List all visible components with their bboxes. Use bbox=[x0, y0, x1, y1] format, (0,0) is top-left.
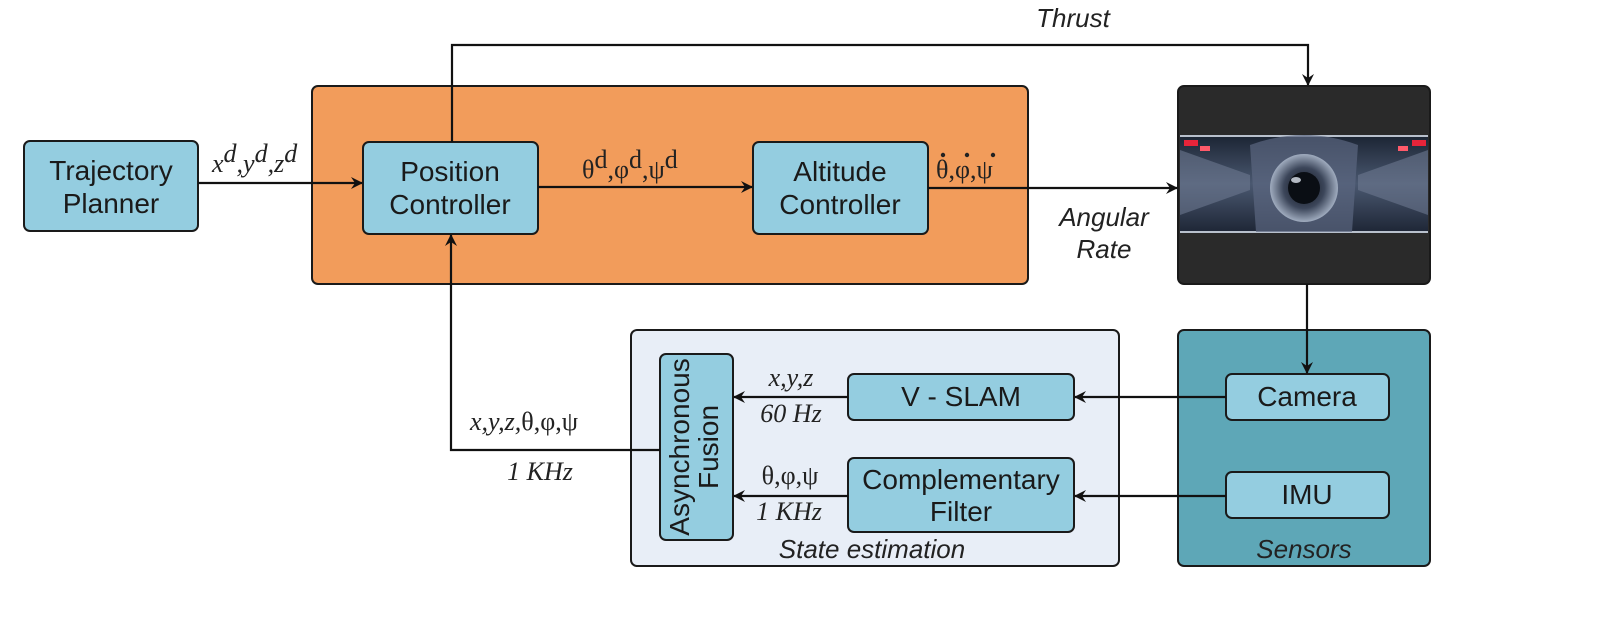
altitude-controller-line-1: Altitude bbox=[793, 156, 886, 187]
arrow-fusion-to-position bbox=[445, 234, 660, 452]
trajectory-planner-line-2: Planner bbox=[63, 188, 160, 219]
state-estimation-label: State estimation bbox=[779, 534, 965, 564]
vslam-output-rate: 60 Hz bbox=[760, 399, 821, 428]
asynchronous-fusion-line-1: Asynchronous bbox=[664, 358, 695, 535]
vslam-label: V - SLAM bbox=[901, 381, 1021, 412]
fused-state-label: x,y,z,θ,φ,ψ bbox=[469, 407, 578, 436]
imu-label: IMU bbox=[1281, 479, 1332, 510]
altitude-controller-line-2: Controller bbox=[779, 189, 900, 220]
altitude-controller-block: Altitude Controller bbox=[752, 141, 929, 235]
desired-attitude-label: θd,φd,ψd bbox=[582, 145, 678, 184]
camera-label: Camera bbox=[1257, 381, 1357, 412]
rate-dots bbox=[940, 152, 996, 158]
complementary-filter-line-1: Complementary bbox=[862, 464, 1060, 495]
position-controller-line-2: Controller bbox=[389, 189, 510, 220]
vslam-block: V - SLAM bbox=[847, 373, 1075, 421]
camera-block: Camera bbox=[1225, 373, 1390, 421]
imu-block: IMU bbox=[1225, 471, 1390, 519]
desired-position-label: xd,yd,zd bbox=[211, 139, 298, 178]
drone-image bbox=[1177, 85, 1431, 285]
rates-label: θ,φ,ψ bbox=[936, 155, 993, 184]
asynchronous-fusion-block: Asynchronous Fusion bbox=[659, 353, 734, 541]
filter-output-label: θ,φ,ψ bbox=[762, 461, 819, 490]
filter-output-rate: 1 KHz bbox=[756, 497, 822, 526]
complementary-filter-line-2: Filter bbox=[930, 496, 992, 527]
thrust-label: Thrust bbox=[1036, 3, 1111, 33]
asynchronous-fusion-line-2: Fusion bbox=[693, 405, 724, 489]
angular-rate-label-1: Angular bbox=[1057, 202, 1150, 232]
complementary-filter-block: Complementary Filter bbox=[847, 457, 1075, 533]
angular-rate-label-2: Rate bbox=[1077, 234, 1132, 264]
vslam-output-label: x,y,z bbox=[768, 363, 814, 392]
sensors-label: Sensors bbox=[1256, 534, 1351, 564]
trajectory-planner-block: Trajectory Planner bbox=[23, 140, 199, 232]
fused-state-rate: 1 KHz bbox=[507, 457, 573, 486]
arrow-thrust bbox=[450, 43, 1314, 142]
trajectory-planner-line-1: Trajectory bbox=[49, 155, 172, 186]
position-controller-line-1: Position bbox=[400, 156, 500, 187]
sensors-region bbox=[1177, 329, 1431, 567]
position-controller-block: Position Controller bbox=[362, 141, 539, 235]
